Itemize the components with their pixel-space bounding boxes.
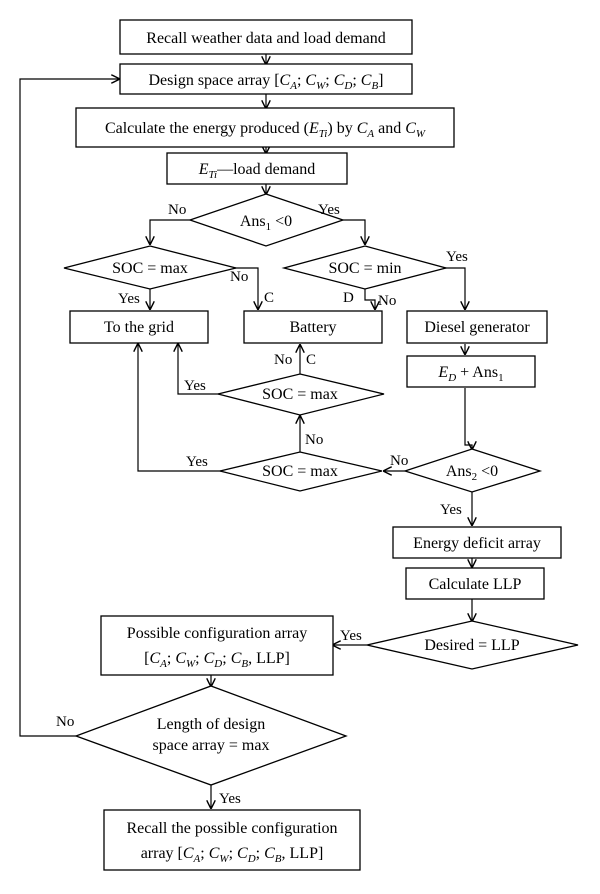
node-possible-config-line2: [CA; CW; CD; CB, LLP] <box>144 650 290 670</box>
node-eti-load: ETi—load demand <box>166 152 348 185</box>
label-upper-yes: Yes <box>184 378 206 394</box>
label-socmax-yes: Yes <box>118 291 140 307</box>
node-soc-max-upper-label: SOC = max <box>262 386 338 403</box>
node-length-check-line2: space array = max <box>153 737 270 754</box>
label-ans2-yes: Yes <box>440 502 462 518</box>
label-length-yes: Yes <box>219 791 241 807</box>
node-energy-deficit: Energy deficit array <box>392 526 562 559</box>
node-ed-ans1: ED + Ans1 <box>406 355 536 388</box>
node-calc-energy-label: Calculate the energy produced (ETi) by C… <box>105 120 426 140</box>
node-calc-llp-label: Calculate LLP <box>429 576 522 593</box>
label-lower-yes: Yes <box>186 454 208 470</box>
edge-ans1-yes <box>343 219 365 244</box>
edges <box>19 54 472 808</box>
label-socmin-d: D <box>343 290 354 306</box>
label-battery-c-top: C <box>264 290 274 306</box>
label-socmin-yes: Yes <box>446 249 468 265</box>
node-design-space-label: Design space array [CA; CW; CD; CB] <box>148 72 383 92</box>
edge-upper-yes-grid <box>178 344 220 395</box>
edge-ans1-no <box>150 219 190 244</box>
node-ans2-decision: Ans2 <0 <box>402 448 543 493</box>
node-battery: Battery <box>243 310 383 344</box>
node-soc-min-label: SOC = min <box>328 260 401 277</box>
label-upper-no: No <box>274 352 292 368</box>
node-soc-max-lower: SOC = max <box>219 451 383 492</box>
node-recall-weather-label: Recall weather data and load demand <box>146 30 385 47</box>
node-diesel: Diesel generator <box>406 310 548 344</box>
node-ans1-label: Ans1 <0 <box>240 213 292 233</box>
edge-socmin-yes-diesel <box>445 267 465 309</box>
node-design-space: Design space array [CA; CW; CD; CB] <box>119 63 413 95</box>
node-recall-weather: Recall weather data and load demand <box>119 19 413 55</box>
edge-lower-yes-grid <box>138 344 222 472</box>
label-socmin-no: No <box>378 293 396 309</box>
label-ans2-no: No <box>390 453 408 469</box>
node-desired-llp-label: Desired = LLP <box>424 637 519 654</box>
edge-socmax-no-battery <box>235 267 258 309</box>
edge-socmin-d-battery <box>364 288 375 309</box>
node-ans2-label: Ans2 <0 <box>446 463 498 483</box>
label-lower-no: No <box>305 432 323 448</box>
node-soc-max-left: SOC = max <box>63 245 237 290</box>
node-recall-possible-line2: array [CA; CW; CD; CB, LLP] <box>141 845 324 865</box>
node-soc-max-left-label: SOC = max <box>112 260 188 277</box>
node-to-grid-label: To the grid <box>104 319 174 336</box>
edge-labels: No Yes Yes No C D No Yes No C Yes No Yes… <box>56 202 468 807</box>
label-length-no: No <box>56 714 74 730</box>
node-battery-label: Battery <box>289 319 336 336</box>
node-recall-possible-line1: Recall the possible configuration <box>126 820 337 837</box>
node-soc-max-lower-label: SOC = max <box>262 463 338 480</box>
node-recall-possible: Recall the possible configuration array … <box>103 809 361 871</box>
node-possible-config-line1: Possible configuration array <box>127 625 307 642</box>
label-desired-yes: Yes <box>340 628 362 644</box>
node-length-check: Length of design space array = max <box>74 685 348 786</box>
label-ans1-yes: Yes <box>318 202 340 218</box>
node-calc-energy: Calculate the energy produced (ETi) by C… <box>75 107 455 148</box>
node-energy-deficit-label: Energy deficit array <box>413 535 541 552</box>
node-ed-ans1-label: ED + Ans1 <box>437 364 503 384</box>
node-desired-llp: Desired = LLP <box>366 620 579 670</box>
node-possible-config: Possible configuration array [CA; CW; CD… <box>100 615 334 676</box>
node-eti-load-label: ETi—load demand <box>198 161 316 181</box>
edge-length-no-loop <box>19 79 119 737</box>
node-soc-max-upper: SOC = max <box>217 373 385 416</box>
label-ans1-no: No <box>168 202 186 218</box>
node-ans1-decision: Ans1 <0 <box>187 193 346 247</box>
node-to-grid: To the grid <box>69 310 209 344</box>
node-diesel-label: Diesel generator <box>424 319 530 336</box>
edge-ed-to-ans2 <box>464 388 472 449</box>
node-length-check-line1: Length of design <box>157 716 265 733</box>
node-soc-min: SOC = min <box>281 245 449 290</box>
node-calc-llp: Calculate LLP <box>405 567 545 600</box>
label-battery-c-bottom: C <box>306 352 316 368</box>
label-socmax-no: No <box>230 269 248 285</box>
